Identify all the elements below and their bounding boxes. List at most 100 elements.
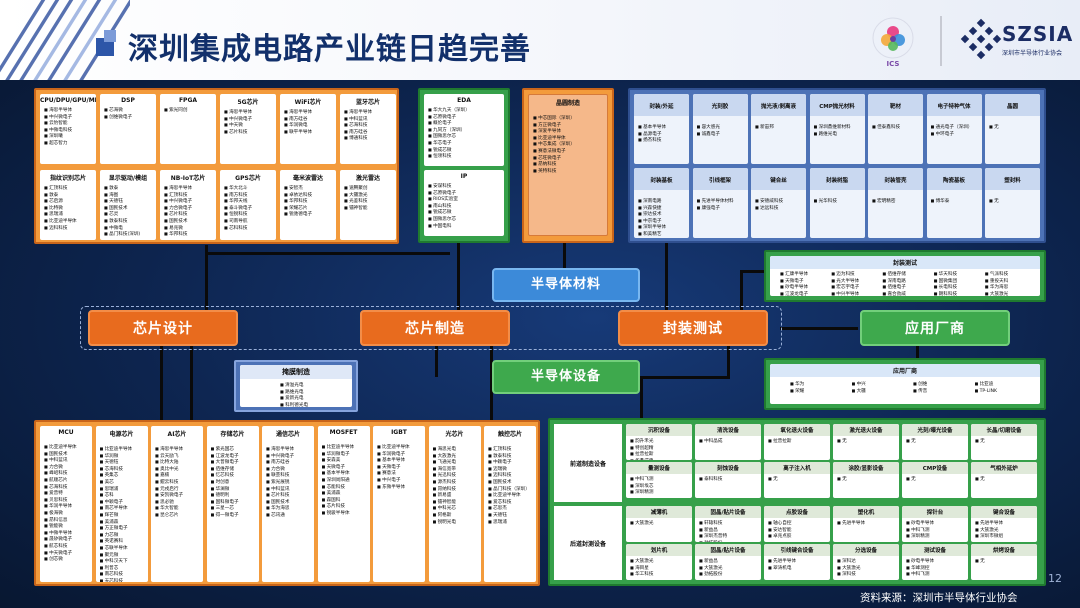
card-title: 减薄机 [626, 506, 692, 518]
company-item: 深圳精测 [906, 533, 966, 540]
company-item: 光鉴科技 [344, 198, 394, 205]
company-item: 华为 [790, 381, 852, 388]
equipment-card: 烘烤设备无 [971, 544, 1037, 580]
card-title: 气相外延炉 [971, 462, 1037, 474]
company-item: 华工科技 [630, 571, 690, 578]
company-item: 力合微 [44, 464, 90, 471]
company-item: 泰斗微电子 [224, 205, 274, 212]
company-item: 轴心自控 [768, 520, 828, 527]
front-equipment-label: 前道制造设备 [554, 424, 622, 502]
card-title: CMP设备 [902, 462, 968, 474]
company-item: 中兴半导体 [831, 291, 882, 296]
card-title: 触控芯片 [497, 431, 522, 438]
connector [190, 345, 193, 425]
equipment-card: 点胶设备轴心自控安达智能卓兆点胶 [764, 506, 830, 542]
company-item: 中京电子 [638, 218, 687, 225]
company-item: 中微电科技 [44, 127, 94, 134]
company-item: 安凯微电子 [155, 492, 201, 499]
mask-card: 掩膜制造 清溢光电路维光电爱新光电科利德光电 [240, 365, 352, 407]
equipment-card: 塑化机先进半导体 [833, 506, 899, 542]
card-title: DSP [121, 97, 135, 104]
equipment-card: 引线键合设备先进半导体翠涛机电 [764, 544, 830, 580]
card-title: CPU/DPU/GPU/MPU [40, 97, 96, 104]
stage-chip-design[interactable]: 芯片设计 [88, 310, 238, 346]
card-title: 存储芯片 [220, 431, 245, 438]
company-item: 无 [975, 438, 1035, 445]
company-item: 芯海微 [104, 107, 154, 114]
company-item: 深圳市微组 [975, 533, 1035, 540]
company-item: 芯片科技 [266, 492, 312, 499]
card-title: 靶材 [868, 94, 923, 116]
company-item: 华邦科技 [164, 231, 214, 238]
company-item: 兴森快捷 [638, 205, 687, 212]
company-item: 深圳埃芯 [630, 483, 690, 490]
company-item: 芯海科技 [100, 466, 146, 473]
company-item: 中科飞测 [906, 527, 966, 534]
company-item: 新易盛 [433, 492, 479, 499]
stage-packaging-test[interactable]: 封装测试 [618, 310, 768, 346]
company-item: 拉普拉斯 [630, 451, 690, 458]
company-item: 国民技术 [266, 499, 312, 506]
company-item: 大族激光 [630, 558, 690, 565]
stage-chip-manufacture[interactable]: 芯片制造 [360, 310, 510, 346]
card-title: 沉积设备 [626, 424, 692, 436]
material-card: 引线框架先进半导体材料康强电子 [692, 168, 748, 238]
company-item: 力合微电子 [164, 205, 214, 212]
szsia-text: SZSIA [1002, 22, 1074, 46]
company-item: 南方硅谷 [266, 459, 312, 466]
company-item: 新宙邦 [755, 124, 804, 131]
company-item: 中环电子 [931, 131, 980, 138]
chip-design-panel: CPU/DPU/GPU/MPU海思半导体中兴微电子云豹智能中微电科技深圳曦超芯智… [34, 88, 399, 244]
company-item: 美浦森 [322, 490, 368, 497]
company-item: 先进半导体材料 [697, 198, 746, 205]
company-item: 森国科 [322, 497, 368, 504]
card-title: 抛光液/剥离液 [751, 94, 806, 116]
process-flow-frame [80, 306, 782, 350]
page-title: 深圳集成电路产业链日趋完善 [128, 32, 531, 67]
stage-application[interactable]: 应用厂商 [860, 310, 1010, 346]
company-item: 华峰测控 [906, 565, 966, 572]
company-item: 南方科技 [224, 192, 274, 199]
company-item: 速腾聚创 [344, 185, 394, 192]
company-item: 芯海科技 [344, 122, 394, 129]
card-title: 陶瓷基板 [926, 168, 982, 190]
company-item: 华润微 [100, 453, 146, 460]
company-item: 韵升禾光 [630, 438, 690, 445]
application-list: 华为中兴创维比亚迪荣耀大疆传音TP-LINK [790, 381, 1036, 394]
company-item: 无 [906, 438, 966, 445]
company-item: 创芯微 [44, 556, 90, 563]
company-item: 镭神智能 [433, 499, 479, 506]
ip-list: 安谋科技芯原微电子RIOS实验室南山科技锐成芯微国微思尔芯中国电科 [428, 183, 502, 229]
equipment-card: 分选设备深科达大族激光深科技 [833, 544, 899, 580]
company-item: 中科汉天下 [100, 558, 146, 565]
company-item: 力合微 [266, 466, 312, 473]
company-item: 深圳尚阳通 [322, 477, 368, 484]
company-item: 云天励飞 [155, 453, 201, 460]
card-title: 封装/外延 [634, 94, 689, 116]
card-title: 通信芯片 [275, 431, 300, 438]
company-item: 大族激光 [975, 527, 1035, 534]
company-item: 先进半导体 [837, 520, 897, 527]
connector [665, 243, 668, 321]
equipment-card: 氧化退火设备拉普拉斯 [764, 424, 830, 460]
card-title: IGBT [391, 429, 407, 436]
company-item: 华大九天（深圳） [428, 107, 502, 114]
company-item: 安智杰 [284, 185, 334, 192]
company-item: 镭神智能 [344, 205, 394, 212]
equipment-card: 气相外延炉无 [971, 462, 1037, 498]
company-item: 海思半导体 [284, 109, 334, 116]
stage-materials[interactable]: 半导体材料 [492, 268, 640, 302]
ip-card: IP 安谋科技芯原微电子RIOS实验室南山科技锐成芯微国微思尔芯中国电科 [424, 170, 504, 236]
card-title: WiFi芯片 [294, 99, 322, 106]
company-item: 德明利 [211, 492, 257, 499]
company-item: 天德钰 [104, 198, 154, 205]
stage-equipment[interactable]: 半导体设备 [492, 360, 640, 394]
company-item: 重投天科 [985, 278, 1036, 285]
material-card: 光刻胶容大感光诚鑫电子 [692, 94, 748, 164]
company-item: 思瑞浦 [44, 211, 94, 218]
company-item: 深圳半导体 [638, 224, 687, 231]
equipment-card: 长晶/切磨设备无 [971, 424, 1037, 460]
material-card: 塑封料无 [985, 168, 1040, 238]
card-title: 光芯片 [445, 431, 464, 438]
company-item: 大普微电子 [211, 459, 257, 466]
